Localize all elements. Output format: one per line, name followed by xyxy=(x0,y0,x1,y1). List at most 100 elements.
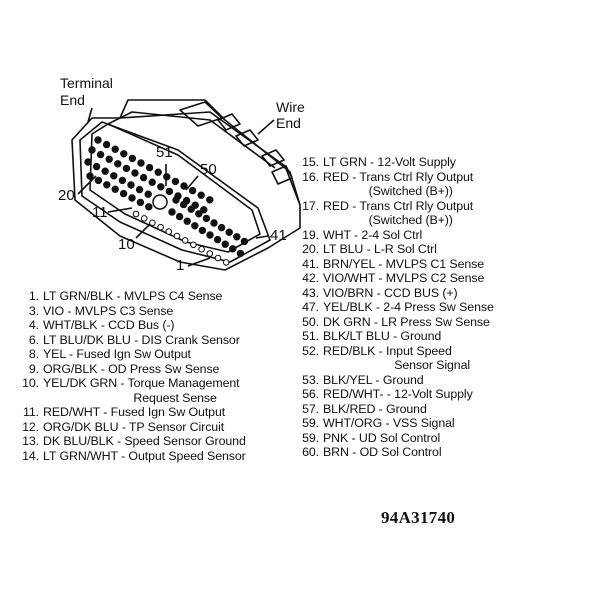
wire-socket-4 xyxy=(271,165,293,185)
terminal-pin xyxy=(102,140,111,149)
wire-socket-3 xyxy=(261,149,285,167)
terminal-pin xyxy=(128,194,136,202)
pin-list-item: 43.VIO/BRN - CCD BUS (+) xyxy=(292,286,494,301)
pin-description: YEL/DK GRN - Torque Management xyxy=(43,376,240,390)
pin-list-item: 15. LT GRN - 12-Volt Supply xyxy=(292,155,494,170)
terminal-pin xyxy=(173,232,181,240)
pin-number: 20. xyxy=(302,242,319,256)
pin-list-item: 60.BRN - OD Sol Control xyxy=(292,445,494,460)
pin-number: 43. xyxy=(302,285,319,300)
terminal-pin xyxy=(183,217,191,225)
pin-description: DK GRN - LR Press Sw Sense xyxy=(323,314,490,329)
terminal-pin xyxy=(195,210,203,218)
pin-description: ORG/BLK - OD Press Sw Sense xyxy=(43,361,220,376)
polarizing-hole xyxy=(152,194,168,210)
pin-number: 15. xyxy=(302,155,319,169)
terminal-pin xyxy=(119,189,128,198)
terminal-pin xyxy=(149,219,156,227)
pin-description: VIO/WHT - MVLPS C2 Sense xyxy=(323,271,485,285)
terminal-end-label-line2: End xyxy=(60,92,85,108)
terminal-pin xyxy=(214,254,222,262)
pin-list-item: 57.BLK/RED - Ground xyxy=(292,402,494,417)
terminal-pin xyxy=(157,183,165,191)
pin-number: 10. xyxy=(22,376,39,390)
pin-description: RED/BLK - Input Speed xyxy=(323,343,452,358)
terminal-pin xyxy=(94,176,103,185)
pin-list-item: 16. RED - Trans Ctrl Rly Output xyxy=(292,170,494,185)
pin-description: LT BLU/DK BLU - DIS Crank Sensor xyxy=(43,332,240,347)
pin-41-leader xyxy=(255,235,269,239)
terminal-pin xyxy=(236,249,245,258)
terminal-pin xyxy=(198,226,207,235)
pin-number: 57. xyxy=(302,401,319,416)
body-ridge-2 xyxy=(119,111,301,206)
pin-list-item: 42. VIO/WHT - MVLPS C2 Sense xyxy=(292,271,494,286)
pin-list-item: 17.RED - Trans Ctrl Rly Output xyxy=(292,199,494,214)
pin-1-leader xyxy=(187,257,211,267)
terminal-pin xyxy=(103,181,111,189)
pin-list-item: 4.WHT/BLK - CCD Bus (-) xyxy=(12,318,246,333)
pin-description: DK BLU/BLK - Speed Sensor Ground xyxy=(43,434,246,448)
terminal-pin xyxy=(210,219,218,227)
terminal-pin xyxy=(144,190,152,198)
wire-socket-2 xyxy=(235,129,259,147)
terminal-end-leader xyxy=(87,107,93,123)
terminal-pin xyxy=(225,228,233,236)
pin-description: RED - Trans Ctrl Rly Output xyxy=(323,169,474,184)
pin-10-leader xyxy=(135,223,151,239)
pin-11-callout: 11 xyxy=(92,204,108,221)
wire-socket-1 xyxy=(217,113,241,131)
pin-number: 13. xyxy=(22,434,39,448)
pin-number: 47. xyxy=(302,300,319,314)
terminal-pin xyxy=(118,176,127,185)
pin-10-callout: 10 xyxy=(118,236,135,253)
terminal-pin xyxy=(222,259,230,266)
pin-number: 1. xyxy=(28,289,39,303)
terminal-pin xyxy=(139,173,148,182)
pin-number: 16. xyxy=(302,169,319,184)
terminal-pin xyxy=(157,223,164,231)
terminal-pin xyxy=(175,212,184,221)
pin-description: BLK/LT BLU - Ground xyxy=(323,329,442,343)
pin-list-item: 11.RED/WHT - Fused Ign Sw Output xyxy=(12,405,246,420)
terminal-pin xyxy=(197,191,205,199)
terminal-pin xyxy=(94,136,102,144)
pin-description: LT GRN - 12-Volt Supply xyxy=(323,155,456,169)
terminal-pin xyxy=(165,228,173,235)
pin-list-item: 47.YEL/BLK - 2-4 Press Sw Sense xyxy=(292,300,494,315)
terminal-pin xyxy=(92,162,101,171)
pin-51-callout: 51 xyxy=(156,144,173,161)
pin-20-callout: 20 xyxy=(58,187,75,204)
pin-list-item: 52. RED/BLK - Input Speed xyxy=(292,344,494,359)
pin-list-item: 8.YEL - Fused Ign Sw Output xyxy=(12,347,246,362)
terminal-pin xyxy=(168,208,176,216)
terminal-pin xyxy=(136,198,145,207)
terminal-pin xyxy=(190,241,197,249)
terminal-face xyxy=(79,121,271,263)
terminal-pin xyxy=(96,150,105,159)
pin-description: LT GRN/WHT - Output Speed Sensor xyxy=(43,448,246,463)
pin-description: RED/WHT- - 12-Volt Supply xyxy=(323,387,473,401)
terminal-pin xyxy=(180,182,188,190)
terminal-pin xyxy=(111,145,119,153)
terminal-end-label-line1: Terminal xyxy=(60,75,113,91)
terminal-pin xyxy=(200,206,208,214)
pin-1-callout: 1 xyxy=(176,257,185,274)
terminal-pin xyxy=(88,146,96,154)
pin-number: 52. xyxy=(302,343,319,358)
terminal-pin xyxy=(86,172,94,180)
pin-number: 56. xyxy=(302,387,319,401)
pin-list-item: 3.VIO - MVLPS C3 Sense xyxy=(12,304,246,319)
pin-number: 8. xyxy=(28,347,39,361)
terminal-pin xyxy=(105,155,113,163)
figure-id: 94A31740 xyxy=(381,508,456,527)
pin-number: 42. xyxy=(302,271,319,285)
pin-number: 51. xyxy=(302,329,319,343)
pin-description-continued: (Switched (B+)) xyxy=(368,184,453,198)
pin-list-item: 50.DK GRN - LR Press Sw Sense xyxy=(292,315,494,330)
terminal-pin xyxy=(135,185,144,194)
pin-list-item: 41.BRN/YEL - MVLPS C1 Sense xyxy=(292,257,494,272)
